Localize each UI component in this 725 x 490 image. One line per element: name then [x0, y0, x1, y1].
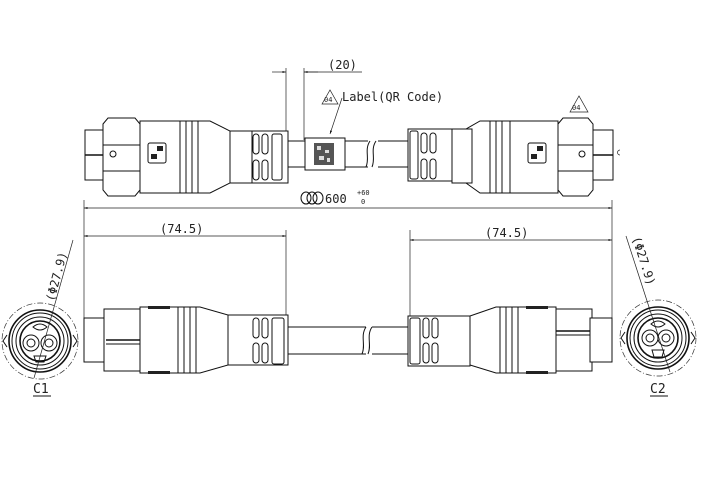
cable-top — [288, 137, 410, 171]
cable-side — [288, 326, 410, 355]
end-view-c1: (Φ27.9) C1 — [1, 239, 79, 397]
right-connector-length-dimension: (74.5) — [409, 226, 612, 316]
c1-label: C1 — [33, 382, 49, 397]
side-view: (74.5) (74.5) — [83, 222, 613, 374]
left-connector-side — [83, 306, 289, 374]
svg-text:(74.5): (74.5) — [485, 226, 528, 240]
right-connector-top — [407, 117, 621, 197]
c1-diameter-text: (Φ27.9) — [43, 250, 70, 302]
svg-text:04: 04 — [572, 104, 580, 112]
left-connector-top — [84, 117, 289, 197]
tolerance-lower: 0 — [361, 198, 365, 206]
qc-symbol — [300, 191, 324, 205]
revision-marker-right: 04 — [569, 95, 589, 113]
c2-diameter-text: (Φ27.9) — [629, 235, 658, 287]
overall-length-dimension: 600 +60 0 — [83, 189, 613, 320]
overall-length-text: 600 — [325, 192, 347, 206]
label-callout-text: Label(QR Code) — [342, 90, 443, 104]
svg-text:(74.5): (74.5) — [160, 222, 203, 236]
end-view-c2: (Φ27.9) C2 — [619, 235, 697, 397]
c2-label: C2 — [650, 382, 666, 397]
top-view: (20) 04 Label(QR Code) 04 — [83, 58, 621, 320]
label-length-dimension: (20) — [272, 58, 362, 140]
label-length-text: (20) — [328, 58, 357, 72]
label-callout: 04 Label(QR Code) — [321, 89, 443, 135]
revision-marker-text: 04 — [324, 96, 332, 104]
tolerance-upper: +60 — [357, 189, 370, 197]
left-connector-length-dimension: (74.5) — [84, 222, 287, 316]
right-connector-side — [407, 306, 613, 374]
